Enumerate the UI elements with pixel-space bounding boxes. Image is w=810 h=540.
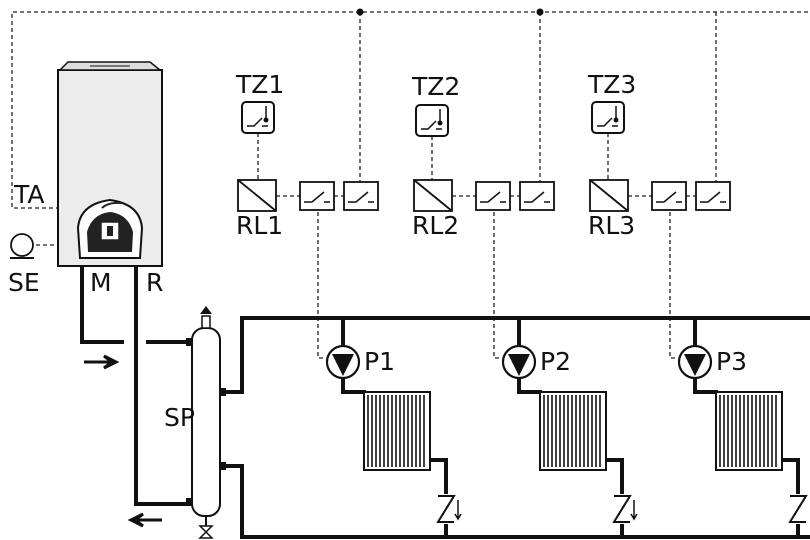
label-pump-3: P3 bbox=[716, 347, 747, 376]
wall-boiler-icon bbox=[57, 61, 163, 267]
control-wiring bbox=[11, 8, 810, 359]
label-r: R bbox=[146, 268, 163, 297]
relay-icon bbox=[413, 179, 555, 212]
thermostat-icon bbox=[591, 101, 625, 134]
boiler-pipes bbox=[80, 266, 810, 539]
label-pump-1: P1 bbox=[364, 347, 395, 376]
zone-3 bbox=[677, 316, 808, 539]
label-pump-2: P2 bbox=[540, 347, 571, 376]
label-thermostat-1: TZ1 bbox=[235, 70, 284, 99]
relay-icon bbox=[237, 179, 379, 212]
check-valve-icon bbox=[436, 494, 462, 524]
circulation-pump-icon bbox=[677, 344, 713, 380]
hydraulic-separator-icon bbox=[186, 306, 226, 539]
label-se: SE bbox=[8, 268, 40, 297]
label-thermostat-2: TZ2 bbox=[411, 72, 460, 101]
label-ta: TA bbox=[13, 180, 44, 209]
check-valve-icon bbox=[612, 494, 638, 524]
label-relay-1: RL1 bbox=[236, 211, 283, 240]
label-relay-3: RL3 bbox=[588, 211, 635, 240]
label-m: M bbox=[90, 268, 112, 297]
thermostat-icon bbox=[241, 101, 275, 134]
label-sp: SP bbox=[164, 403, 195, 432]
zone-2 bbox=[501, 316, 638, 539]
label-relay-2: RL2 bbox=[412, 211, 459, 240]
label-thermostat-3: TZ3 bbox=[587, 70, 636, 99]
radiator-icon bbox=[539, 391, 607, 471]
check-valve-icon bbox=[788, 494, 808, 524]
flow-arrow-icon bbox=[84, 354, 162, 528]
relay-icon bbox=[589, 179, 731, 212]
external-sensor-icon bbox=[10, 233, 34, 259]
thermostat-icon bbox=[415, 104, 449, 137]
circulation-pump-icon bbox=[501, 344, 537, 380]
zone-1 bbox=[325, 316, 462, 539]
radiator-icon bbox=[363, 391, 431, 471]
radiator-icon bbox=[715, 391, 783, 471]
circulation-pump-icon bbox=[325, 344, 361, 380]
